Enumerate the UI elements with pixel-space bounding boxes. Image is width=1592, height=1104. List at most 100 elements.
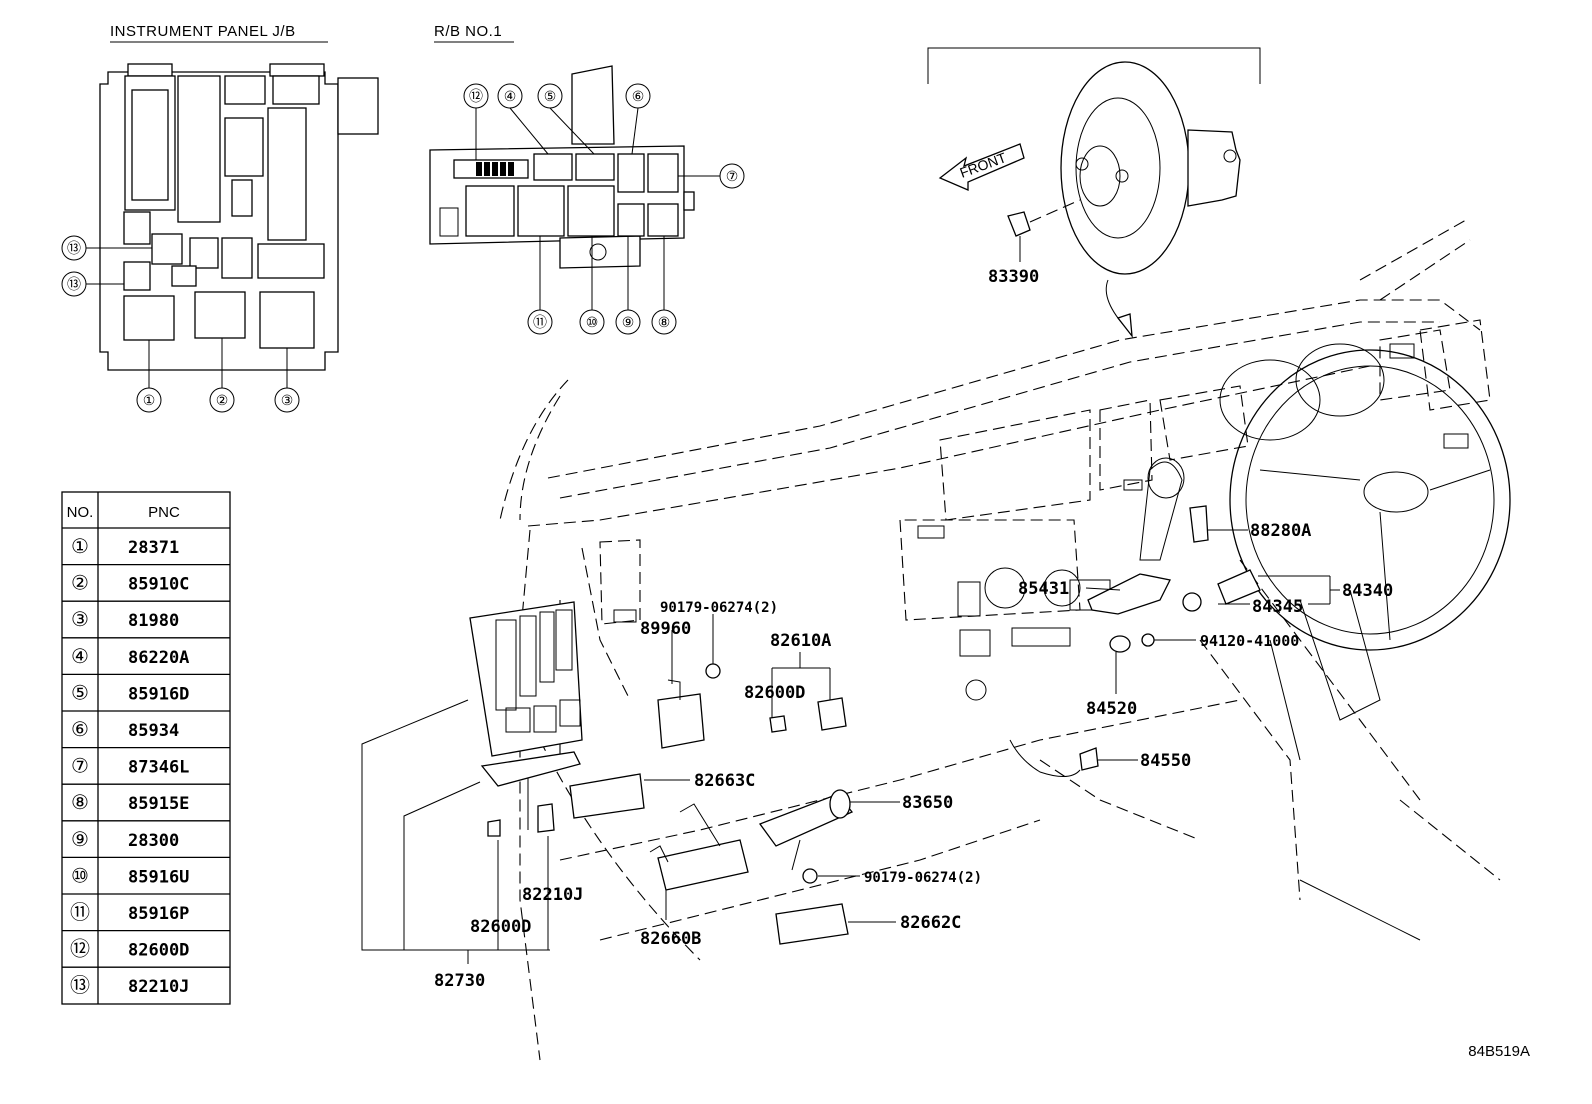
- pnc-table: NO. PNC ① 28371 ② 85910C ③ 81980 ④ 86220A ⑤ 85916…: [61, 491, 231, 1005]
- svg-text:⑪: ⑪: [533, 314, 547, 330]
- jb-callout-13-upper: ⑬: [61, 235, 152, 261]
- part-label-88280A: 88280A: [1250, 521, 1311, 541]
- table-cell-no: ⑩: [71, 865, 89, 887]
- fuse-82600D-lower: 82600D: [470, 819, 531, 937]
- part-label-90179-top: 90179-06274(2): [660, 600, 778, 616]
- table-cell-no: ⑬: [70, 974, 90, 997]
- bolt-90179-lower: 90179-06274(2): [802, 868, 982, 886]
- table-row: ⑬ 82210J: [70, 974, 189, 997]
- table-cell-pnc: 85915E: [128, 794, 189, 814]
- table-header-pnc: PNC: [148, 504, 180, 521]
- table-cell-no: ③: [71, 609, 89, 631]
- table-cell-pnc: 85916U: [128, 867, 189, 887]
- rb-callout-11: ⑪: [527, 236, 553, 335]
- part-label-83650: 83650: [902, 793, 953, 813]
- svg-text:②: ②: [216, 392, 229, 408]
- table-cell-pnc: 85910C: [128, 575, 189, 595]
- figure-code: 84B519A: [1468, 1043, 1530, 1060]
- table-row: ⑥ 85934: [71, 719, 179, 741]
- table-row: ② 85910C: [71, 573, 189, 595]
- table-cell-no: ④: [71, 646, 89, 668]
- table-cell-pnc: 82210J: [128, 977, 189, 997]
- part-label-85431: 85431: [1018, 579, 1069, 599]
- part-label-82600D-lower: 82600D: [470, 917, 531, 937]
- rb-no1-inset: R/B NO.1 ⑫ ④: [429, 23, 745, 335]
- svg-text:⑬: ⑬: [67, 240, 81, 256]
- jb-callout-1: ①: [136, 340, 162, 413]
- part-label-83390: 83390: [988, 267, 1039, 287]
- svg-text:①: ①: [143, 392, 156, 408]
- table-cell-pnc: 85916P: [128, 904, 189, 924]
- relay-82610A: 82610A 82600D: [744, 631, 847, 733]
- table-cell-pnc: 82600D: [128, 941, 189, 961]
- table-cell-no: ⑧: [71, 792, 89, 814]
- svg-text:③: ③: [281, 392, 294, 408]
- part-label-84550: 84550: [1140, 751, 1191, 771]
- table-row: ③ 81980: [71, 609, 179, 631]
- bracket-82660B: 82660B: [640, 803, 749, 949]
- junction-block-part: [469, 601, 583, 830]
- stop-lamp-switch-83390: 83390: [988, 199, 1081, 287]
- table-row: ⑧ 85915E: [71, 792, 189, 814]
- rb-callout-8: ⑧: [651, 236, 677, 335]
- module-89960: 89960: [640, 619, 705, 749]
- table-cell-no: ⑨: [71, 829, 89, 851]
- switch-84520: 84520: [1086, 635, 1137, 719]
- cover-82662C: 82662C: [775, 903, 961, 945]
- table-cell-no: ⑥: [71, 719, 89, 741]
- brake-booster-detail: FRONT 83390: [927, 47, 1261, 339]
- front-arrow: FRONT: [938, 143, 1025, 191]
- table-row: ⑫ 82600D: [70, 938, 189, 961]
- instrument-panel-jb-title: INSTRUMENT PANEL J/B: [110, 23, 296, 40]
- table-cell-no: ②: [71, 573, 89, 595]
- table-cell-no: ⑫: [70, 938, 90, 961]
- nut-94120-41000: 94120-41000: [1141, 632, 1299, 650]
- table-cell-pnc: 28300: [128, 831, 179, 851]
- table-row: ⑪ 85916P: [70, 901, 189, 924]
- part-label-82662C: 82662C: [900, 913, 961, 933]
- junction-block-callout-82730: 82730: [361, 699, 550, 991]
- part-label-82730: 82730: [434, 971, 485, 991]
- rb-callout-5: ⑤: [537, 83, 595, 155]
- svg-text:⑧: ⑧: [658, 314, 671, 330]
- table-header-no: NO.: [67, 504, 94, 521]
- part-85431: 85431: [1018, 573, 1171, 615]
- part-label-89960: 89960: [640, 619, 691, 639]
- svg-text:⑫: ⑫: [469, 88, 483, 104]
- table-cell-no: ①: [71, 536, 89, 558]
- table-cell-pnc: 81980: [128, 611, 179, 631]
- table-row: ⑨ 28300: [71, 829, 179, 851]
- part-label-90179-lower: 90179-06274(2): [864, 870, 982, 886]
- cover-82663C: 82663C: [569, 771, 755, 819]
- table-cell-pnc: 85934: [128, 721, 179, 741]
- rb-callout-9: ⑨: [615, 236, 641, 335]
- table-row: ⑩ 85916U: [71, 865, 189, 887]
- table-cell-no: ⑤: [71, 682, 89, 704]
- part-label-82660B: 82660B: [640, 929, 701, 949]
- rb-callout-12: ⑫: [463, 83, 489, 160]
- rb-callout-4: ④: [497, 83, 549, 155]
- part-label-84520: 84520: [1086, 699, 1137, 719]
- table-cell-no: ⑪: [70, 901, 90, 924]
- rb-callout-7: ⑦: [678, 163, 745, 189]
- table-cell-pnc: 28371: [128, 538, 179, 558]
- switch-84340: 84340 84345: [1182, 569, 1393, 617]
- rb-no1-title: R/B NO.1: [434, 23, 502, 40]
- jb-callout-2: ②: [209, 338, 235, 413]
- jb-callout-13-lower: ⑬: [61, 271, 124, 297]
- part-label-82600D-mid: 82600D: [744, 683, 805, 703]
- relay-82210J: 82210J: [522, 803, 583, 905]
- svg-text:④: ④: [504, 88, 517, 104]
- table-cell-pnc: 86220A: [128, 648, 189, 668]
- part-label-82610A: 82610A: [770, 631, 831, 651]
- svg-text:⑤: ⑤: [544, 88, 557, 104]
- instrument-panel-jb-inset: INSTRUMENT PANEL J/B ①: [61, 23, 379, 413]
- table-cell-pnc: 85916D: [128, 684, 189, 704]
- part-label-94120-41000: 94120-41000: [1200, 632, 1299, 650]
- table-row: ① 28371: [71, 536, 179, 558]
- bolt-90179-top: 90179-06274(2): [660, 600, 778, 679]
- part-label-82210J: 82210J: [522, 885, 583, 905]
